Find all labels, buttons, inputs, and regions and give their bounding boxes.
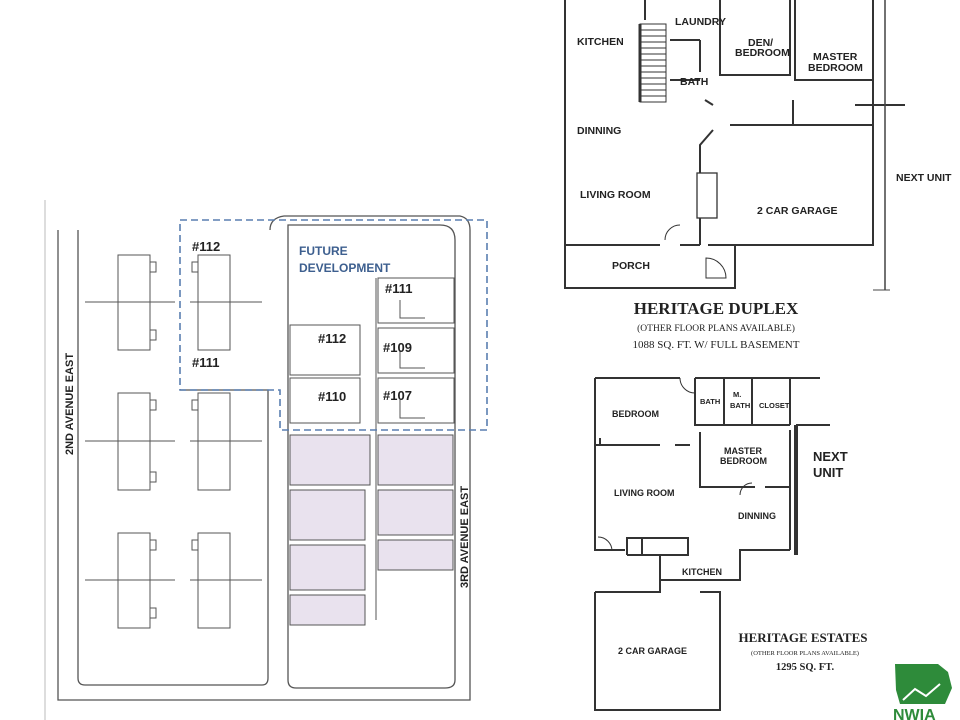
lot-label-109: #109 <box>383 340 412 355</box>
lot-label-111-right: #111 <box>385 281 413 296</box>
estates-garage-label: 2 CAR GARAGE <box>618 646 687 656</box>
iowa-map-icon <box>895 664 952 704</box>
nwia-logo: NWIA <box>893 664 952 720</box>
lot-label-112-center: #112 <box>318 331 346 346</box>
lot-label-112-left: #112 <box>192 239 220 254</box>
heritage-duplex-plan: KITCHEN LAUNDRY DEN/ BEDROOM MASTER BEDR… <box>564 0 952 351</box>
duplex-garage-label: 2 CAR GARAGE <box>757 205 838 217</box>
duplex-stairs <box>638 23 667 103</box>
estates-bath-label: BATH <box>700 397 720 406</box>
estates-bedroom-label: BEDROOM <box>612 409 659 419</box>
street-outline <box>57 230 471 701</box>
duplex-master-label-2: BEDROOM <box>808 62 863 74</box>
duplex-den-label-2: BEDROOM <box>735 47 790 59</box>
cul-de-sac-units <box>289 277 455 620</box>
estates-mbath-label-2: BATH <box>730 401 750 410</box>
future-development-line-1: FUTURE <box>299 244 348 258</box>
duplex-door-swing <box>705 257 727 279</box>
duplex-master-label-1: MASTER <box>813 51 858 63</box>
estates-walls <box>594 377 820 711</box>
future-development-boundary <box>179 219 488 431</box>
duplex-footprints-left <box>85 254 175 629</box>
duplex-next-unit-label: NEXT UNIT <box>896 172 952 184</box>
duplex-garage-post <box>696 172 718 219</box>
estates-dinning-label: DINNING <box>738 511 776 521</box>
heritage-estates-plan: BEDROOM BATH M. BATH CLOSET MASTER BEDRO… <box>594 377 868 711</box>
estates-note: (OTHER FLOOR PLANS AVAILABLE) <box>751 650 859 657</box>
duplex-porch-label: PORCH <box>612 260 650 272</box>
estates-kitchen-label: KITCHEN <box>682 567 722 577</box>
duplex-laundry-label: LAUNDRY <box>675 16 726 28</box>
duplex-den-label-1: DEN/ <box>748 37 773 49</box>
estates-next-unit-label-2: UNIT <box>813 465 843 480</box>
estates-master-label-2: BEDROOM <box>720 456 767 466</box>
logo-text: NWIA <box>893 707 936 720</box>
estates-living-label: LIVING ROOM <box>614 488 675 498</box>
duplex-kitchen-label: KITCHEN <box>577 36 624 48</box>
site-plan: 2ND AVENUE EAST 3RD AVENUE EAST FUTURE D… <box>44 200 488 720</box>
duplex-note: (OTHER FLOOR PLANS AVAILABLE) <box>637 323 795 334</box>
future-development-line-2: DEVELOPMENT <box>299 261 391 275</box>
street-label-2nd-avenue: 2ND AVENUE EAST <box>64 353 76 455</box>
duplex-dinning-label: DINNING <box>577 125 621 137</box>
lot-label-110: #110 <box>318 389 346 404</box>
duplex-size: 1088 SQ. FT. W/ FULL BASEMENT <box>633 339 800 351</box>
shaded-units <box>289 434 454 626</box>
estates-next-unit-label-1: NEXT <box>813 449 848 464</box>
street-label-3rd-avenue: 3RD AVENUE EAST <box>459 486 471 588</box>
estates-closet-label: CLOSET <box>759 401 790 410</box>
estates-title: HERITAGE ESTATES <box>739 630 868 645</box>
cul-de-sac-loop <box>287 224 456 689</box>
estates-master-label-1: MASTER <box>724 446 763 456</box>
duplex-living-label: LIVING ROOM <box>580 189 651 201</box>
duplex-title: HERITAGE DUPLEX <box>634 299 799 318</box>
estates-size: 1295 SQ. FT. <box>776 662 835 673</box>
lot-label-107: #107 <box>383 388 412 403</box>
duplex-bath-label: BATH <box>680 76 708 88</box>
lot-label-111-left: #111 <box>192 355 220 370</box>
duplex-walls <box>564 0 905 289</box>
duplex-footprints-middle <box>190 254 262 629</box>
estates-mbath-label-1: M. <box>733 390 741 399</box>
